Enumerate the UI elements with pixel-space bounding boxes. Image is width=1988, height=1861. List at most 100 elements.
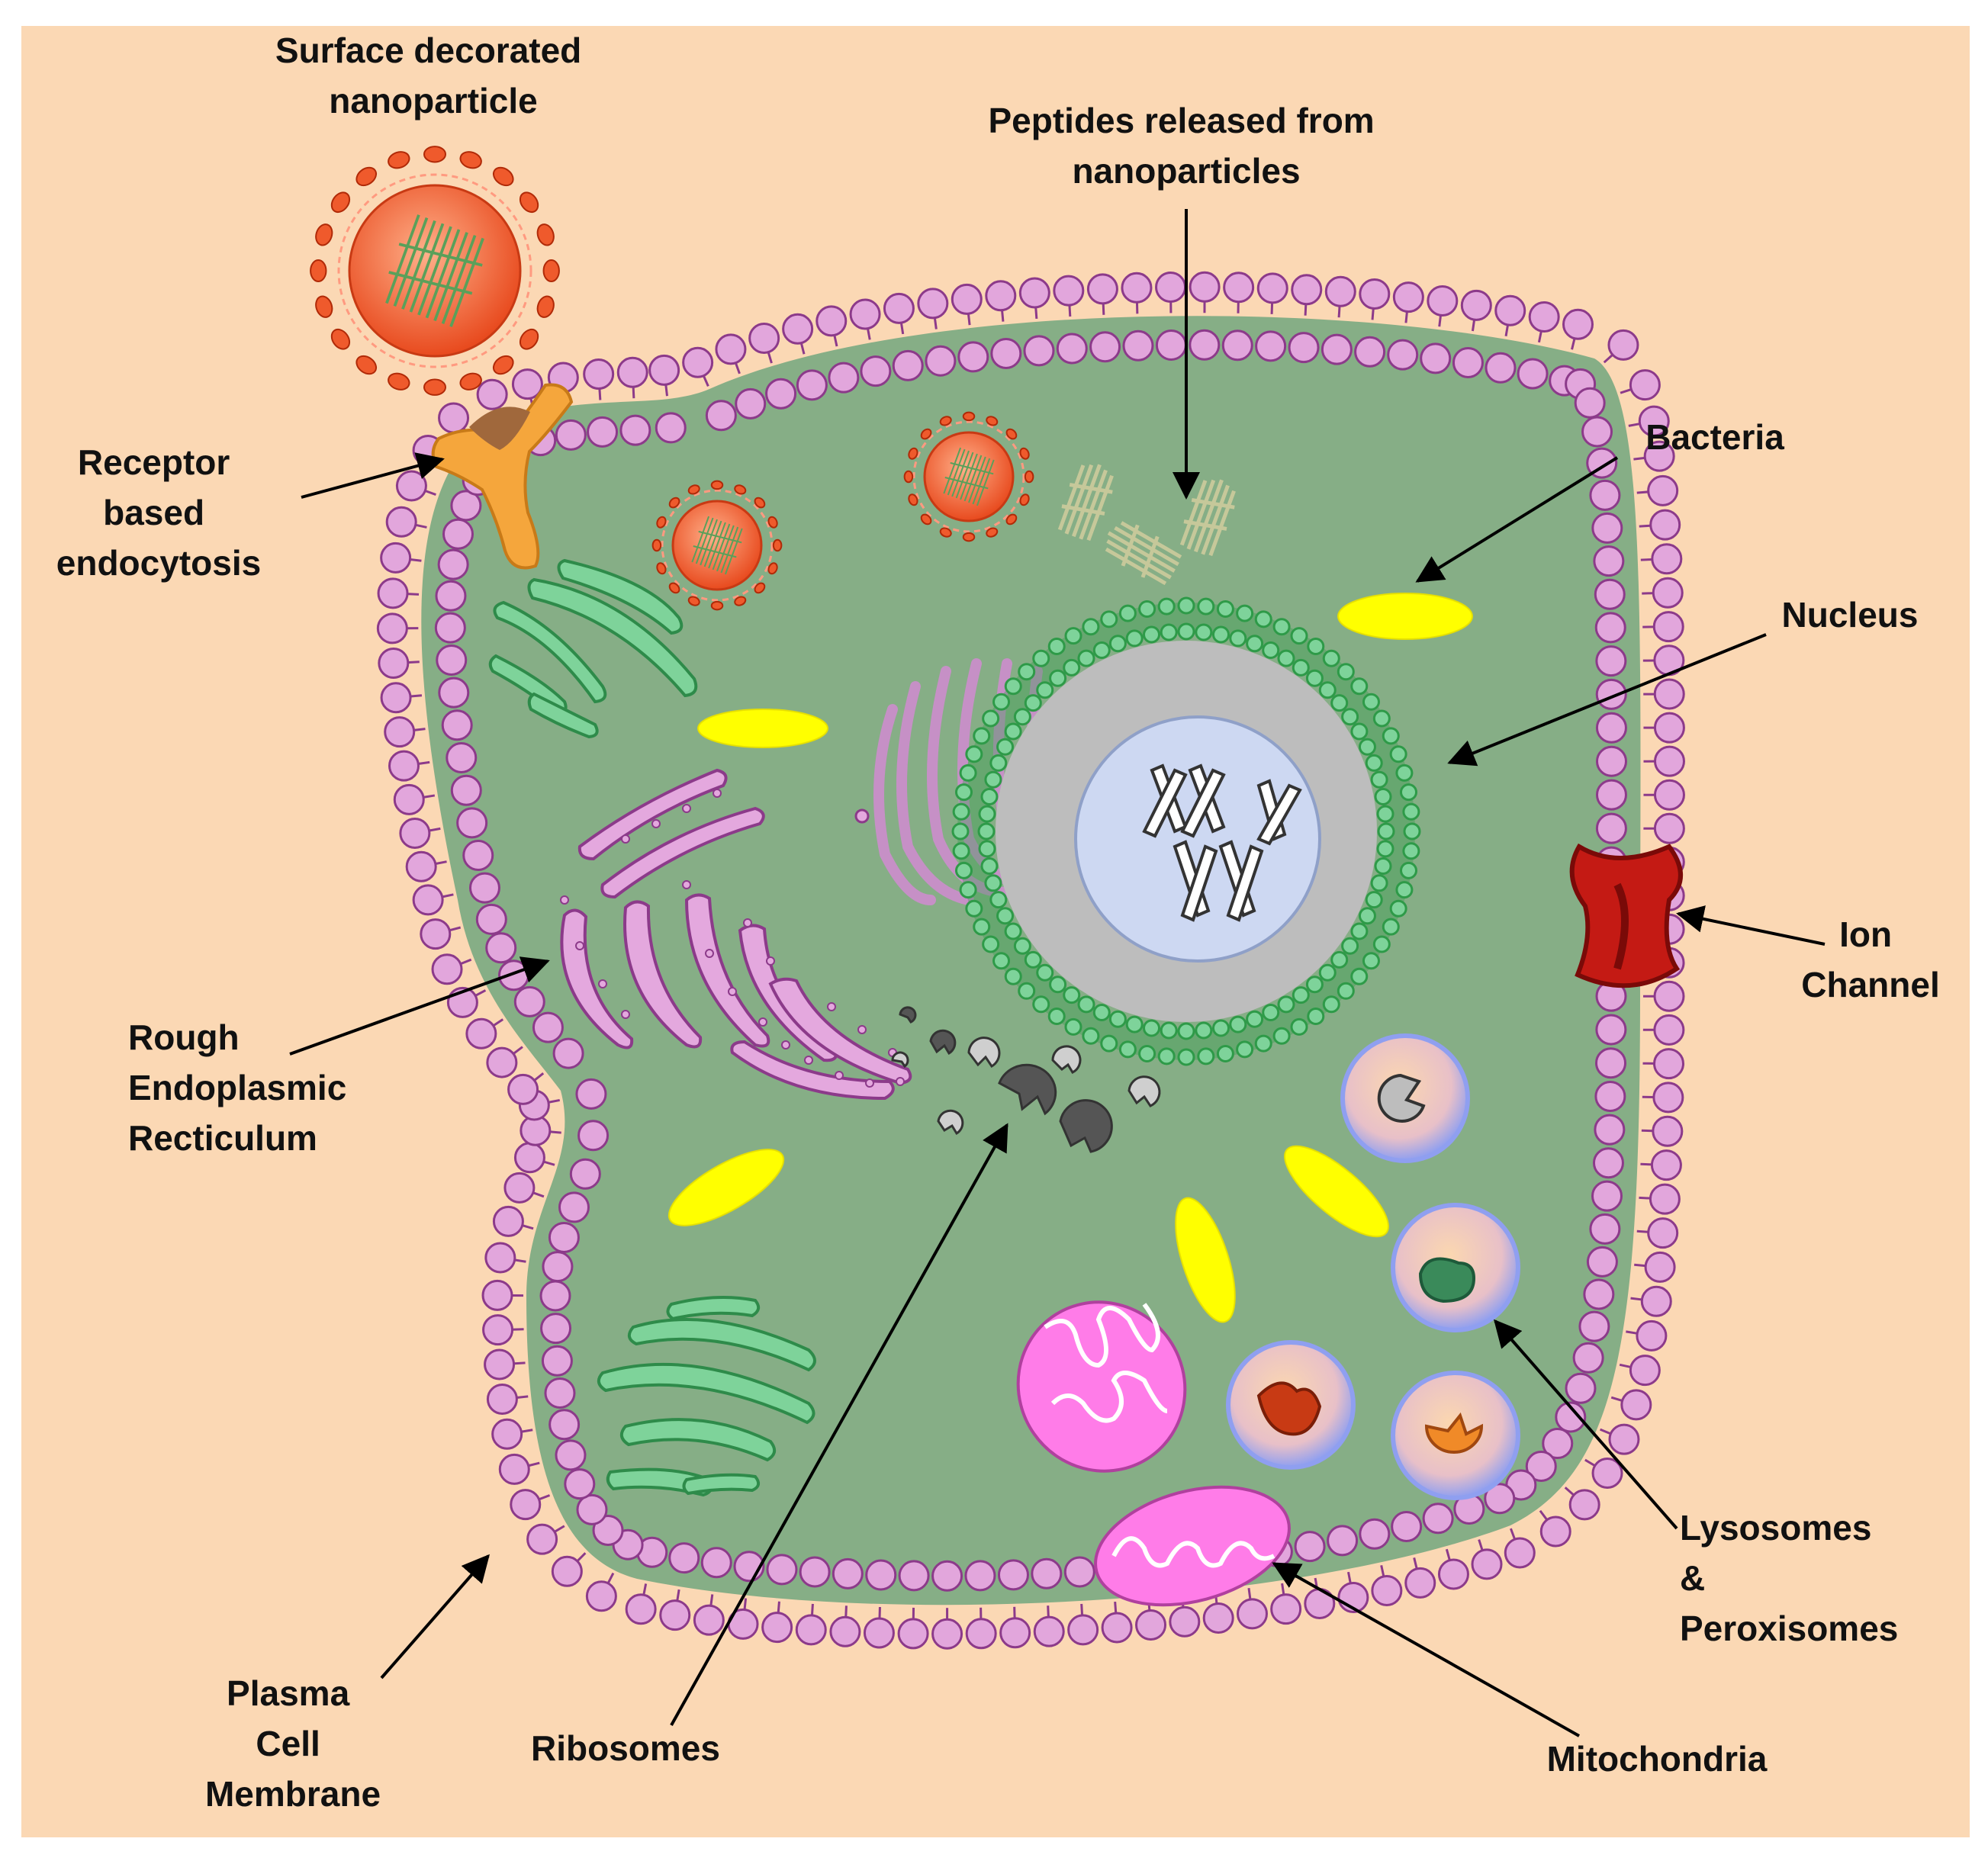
lipid-head [1101, 1612, 1133, 1644]
arrow-ion-channel [1676, 905, 1826, 946]
lipid-tail [1640, 558, 1653, 561]
er-ribosome [651, 819, 661, 828]
lipid-head [1595, 1047, 1627, 1079]
lipid-head [705, 400, 737, 432]
lipid-head [442, 518, 474, 550]
envelope-particle [1236, 604, 1254, 622]
envelope-particle [954, 783, 973, 802]
lipid-head [585, 1580, 617, 1612]
envelope-particle [959, 763, 977, 782]
lipid-tail [967, 313, 971, 326]
envelope-particle [1092, 641, 1111, 660]
er-ribosome [896, 1077, 905, 1086]
lipid-tail [1539, 1509, 1549, 1522]
envelope-particle [1372, 709, 1391, 728]
envelope-particle [1036, 681, 1054, 699]
lipid-head [511, 368, 543, 400]
lipid-head [1387, 339, 1419, 371]
lipid-head [1420, 342, 1452, 374]
lipid-head [892, 349, 924, 381]
lipid-head [485, 932, 517, 964]
envelope-particle [1004, 967, 1022, 985]
lipid-tail [664, 384, 668, 397]
lipid-tail [1047, 1605, 1050, 1618]
lipid-tail [1571, 337, 1576, 350]
envelope-particle [977, 822, 996, 841]
lipid-head [420, 918, 452, 950]
lipid-head [555, 419, 587, 451]
lipid-tail [1626, 1330, 1639, 1335]
lipid-tail [1347, 1571, 1352, 1585]
lipid-head [1589, 1213, 1621, 1245]
lipid-head [532, 1011, 564, 1043]
er-ribosome [682, 880, 691, 889]
ribosomes [899, 1006, 1113, 1153]
lipid-head [575, 1078, 607, 1110]
envelope-particle [1177, 622, 1195, 641]
lipid-tail [1639, 1196, 1652, 1200]
lipid-head [815, 305, 848, 337]
lipid-head [555, 1439, 587, 1471]
envelope-particle [1262, 641, 1280, 660]
envelope-particle [1092, 1003, 1111, 1021]
lipid-tail [575, 1552, 587, 1563]
lipid-tail [513, 1258, 526, 1263]
lipid-head [1653, 678, 1685, 710]
lipid-head [1327, 1525, 1359, 1557]
envelope-particle [982, 935, 1000, 953]
label-plasma-membrane: Plasma Cell Membrane [205, 1673, 381, 1814]
lipid-head [1649, 1183, 1681, 1215]
envelope-particle [980, 857, 999, 875]
lipid-head [441, 709, 473, 741]
envelope-particle [996, 907, 1015, 925]
envelope-particle [1400, 783, 1418, 802]
envelope-particle [1376, 805, 1394, 823]
lipid-head [1591, 1457, 1623, 1489]
envelope-particle [1013, 708, 1031, 726]
lipid-head [491, 1418, 523, 1450]
lipid-tail [492, 1018, 504, 1027]
lipid-head [564, 1468, 596, 1500]
released-peptides [1057, 464, 1236, 586]
envelope-particle [1322, 995, 1340, 1014]
arrow-receptor [301, 452, 445, 499]
lipid-head [438, 402, 470, 434]
lipid-head [832, 1557, 864, 1589]
lipid-tail [1337, 305, 1341, 318]
lipid-tail [428, 827, 441, 832]
envelope-particle [1211, 625, 1230, 644]
lipid-head [1595, 1014, 1627, 1046]
lipid-tail [532, 1191, 545, 1198]
arrow-ribosomes [670, 1123, 1008, 1726]
envelope-particle [1024, 950, 1042, 969]
lipid-tail [1304, 303, 1308, 316]
lipid-head [388, 750, 420, 782]
envelope-particle [1374, 788, 1392, 806]
lipid-tail [1478, 1539, 1484, 1552]
lipid-head [865, 1559, 897, 1591]
envelope-particle [1157, 1047, 1176, 1065]
lipid-head [393, 783, 425, 815]
lipid-head [450, 490, 482, 522]
lipid-tail [1636, 1229, 1649, 1233]
lipid-tail [513, 1361, 526, 1365]
lipid-tail [709, 1594, 714, 1607]
envelope-particle [1358, 907, 1376, 925]
er-ribosome [743, 918, 752, 927]
lipid-head [782, 313, 814, 345]
envelope-particle [1177, 1048, 1195, 1066]
lipid-head [438, 677, 470, 709]
lipid-head [1256, 272, 1288, 304]
lipid-head [1202, 1602, 1234, 1634]
dna-helix-icon [1142, 763, 1302, 922]
lipid-tail [1504, 323, 1510, 337]
er-ribosome [705, 949, 714, 958]
lipid-head [436, 644, 468, 677]
envelope-particle [1389, 899, 1407, 918]
lipid-head [1460, 289, 1492, 321]
lipid-tail [799, 342, 806, 355]
lipid-head [1089, 331, 1121, 363]
arrow-plasma-membrane [380, 1554, 490, 1679]
lipid-tail [1438, 314, 1443, 327]
lipid-head [551, 1555, 583, 1587]
